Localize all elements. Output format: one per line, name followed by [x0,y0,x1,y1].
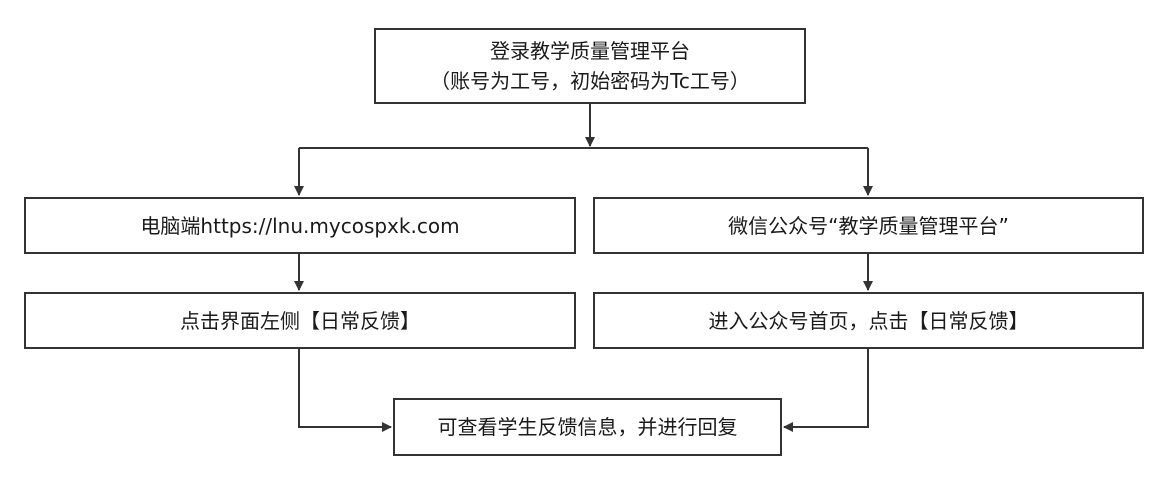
wechat-click-to-result-arrow [783,349,869,432]
pc-click-feedback-label: 点击界面左侧【日常反馈】 [180,308,420,333]
wechat-click-feedback-label: 进入公众号首页，点击【日常反馈】 [708,308,1029,333]
view-and-reply-label: 可查看学生反馈信息，并进行回复 [437,415,738,439]
pc-click-feedback-box: 点击界面左侧【日常反馈】 [24,292,576,349]
view-and-reply-box: 可查看学生反馈信息，并进行回复 [393,398,782,456]
login-step-credentials-note: （账号为工号，初始密码为Tc工号） [430,69,750,93]
login-step-title: 登录教学质量管理平台 [490,39,690,63]
login-step-box: 登录教学质量管理平台 （账号为工号，初始密码为Tc工号） [374,28,806,104]
pc-access-box: 电脑端https://lnu.mycospxk.com [24,197,576,254]
wechat-click-feedback-box: 进入公众号首页，点击【日常反馈】 [593,292,1144,349]
pc-click-to-result-arrow [298,349,392,432]
pc-access-label: 电脑端https://lnu.mycospxk.com [140,213,460,238]
wechat-access-box: 微信公众号“教学质量管理平台” [593,197,1144,254]
wechat-access-label: 微信公众号“教学质量管理平台” [728,213,1009,238]
